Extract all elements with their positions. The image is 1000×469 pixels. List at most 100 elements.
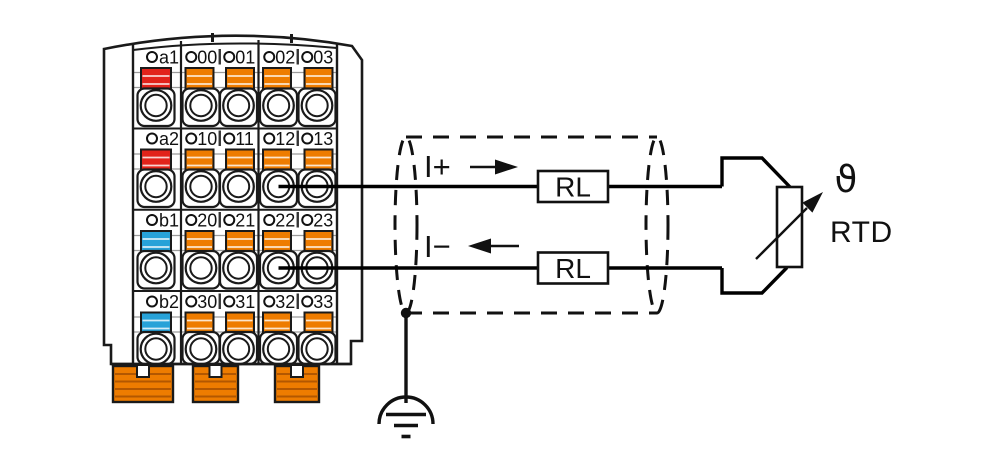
terminal-label-22: 22	[275, 211, 295, 231]
led-icon	[263, 51, 276, 63]
terminal-label-03: 03	[313, 48, 333, 68]
terminal-socket-02-inner	[266, 93, 291, 118]
led-icon	[146, 214, 158, 226]
temperature-symbol: ϑ	[835, 158, 858, 201]
terminal-label-02: 02	[275, 48, 295, 68]
terminal-socket-b1-inner	[144, 256, 168, 280]
label-separator	[218, 293, 221, 309]
cell-dividers	[111, 40, 351, 366]
current-plus-label: I+	[424, 149, 451, 184]
terminal-label-00: 00	[197, 48, 217, 68]
terminal-socket-a1-inner	[144, 93, 168, 118]
mold-tick-icon	[211, 33, 214, 42]
terminal-socket-32-inner	[266, 337, 291, 361]
terminal-socket-03	[300, 89, 334, 122]
terminal-socket-11	[222, 170, 255, 203]
line-resistor-top-label: RL	[555, 172, 591, 203]
terminal-label-a2: a2	[159, 129, 179, 149]
led-icon	[301, 51, 314, 63]
led-icon	[223, 295, 236, 308]
current-minus-label: I−	[424, 229, 451, 264]
terminal-socket-01	[222, 89, 255, 122]
terminal-socket-20	[184, 251, 218, 285]
led-icon	[185, 132, 198, 145]
sensor-connector-top	[720, 156, 792, 189]
foot-notch	[290, 364, 304, 378]
terminal-socket-10-inner	[189, 174, 213, 199]
shield-junction-dot	[400, 307, 412, 319]
led-icon	[185, 214, 198, 226]
led-icon	[301, 132, 314, 145]
terminal-label-12: 12	[275, 129, 295, 149]
terminal-label-23: 23	[313, 211, 333, 231]
arrow-right-icon	[470, 159, 518, 175]
led-icon	[185, 51, 198, 63]
terminal-socket-20-inner	[189, 256, 213, 280]
shield-right-end	[644, 135, 670, 315]
sensor-connector-bottom	[720, 266, 789, 295]
terminal-socket-10	[184, 170, 218, 203]
terminal-label-31: 31	[235, 292, 255, 312]
label-separator	[296, 212, 299, 228]
led-icon	[263, 214, 276, 226]
terminal-label-30: 30	[197, 292, 217, 312]
arrow-left-icon	[468, 238, 519, 254]
sensor-type-label: RTD	[830, 216, 893, 249]
housing-arch-line	[132, 42, 338, 51]
terminal-socket-31-inner	[226, 337, 251, 361]
terminal-label-b1: b1	[159, 211, 179, 231]
terminal-label-01: 01	[235, 48, 255, 68]
terminal-socket-00	[184, 89, 218, 122]
terminal-socket-a1	[139, 89, 173, 122]
led-icon	[301, 295, 314, 308]
terminal-label-13: 13	[313, 129, 333, 149]
terminal-socket-02	[262, 89, 295, 122]
foot-notch	[136, 364, 150, 378]
led-icon	[146, 295, 158, 308]
terminal-label-20: 20	[197, 211, 217, 231]
module-feet	[111, 364, 321, 404]
led-icon	[263, 295, 276, 308]
led-icon	[146, 132, 158, 145]
terminal-socket-a2-inner	[144, 174, 168, 199]
line-resistor-bottom	[536, 251, 610, 285]
terminal-socket-a2	[139, 170, 173, 203]
signal-wires: RL RL I+ I−	[278, 149, 792, 295]
terminal-socket-00-inner	[189, 93, 213, 118]
terminal-socket-01-inner	[226, 93, 251, 118]
led-icon	[223, 132, 236, 145]
terminal-label-a1: a1	[159, 48, 179, 68]
terminal-socket-b1	[139, 251, 173, 285]
rtd-sensor: ϑ RTD	[755, 158, 893, 269]
led-icon	[223, 214, 236, 226]
terminal-label-33: 33	[313, 292, 333, 312]
shield-left-end	[393, 135, 419, 315]
label-separator	[296, 293, 299, 309]
line-resistor-bottom-label: RL	[555, 253, 591, 284]
label-separator	[218, 49, 221, 65]
ground-connection	[377, 307, 435, 439]
terminal-socket-11-inner	[226, 174, 251, 199]
variable-arrow-icon	[755, 192, 823, 260]
line-resistor-top	[536, 169, 610, 204]
label-separator	[296, 130, 299, 146]
terminal-label-21: 21	[235, 211, 255, 231]
earth-ground-icon	[377, 395, 435, 439]
label-separator	[218, 130, 221, 146]
led-icon	[185, 295, 198, 308]
terminal-socket-33-inner	[305, 337, 329, 361]
terminal-socket-30-inner	[189, 337, 213, 361]
terminal-socket-b2-inner	[144, 337, 168, 361]
led-icon	[146, 51, 158, 63]
terminal-socket-21-inner	[226, 256, 251, 280]
terminal-socket-21	[222, 251, 255, 285]
terminal-label-b2: b2	[159, 292, 179, 312]
terminal-label-10: 10	[197, 129, 217, 149]
terminal-label-32: 32	[275, 292, 295, 312]
led-icon	[223, 51, 236, 63]
terminal-socket-03-inner	[305, 93, 329, 118]
led-icon	[263, 132, 276, 145]
label-separator	[296, 49, 299, 65]
